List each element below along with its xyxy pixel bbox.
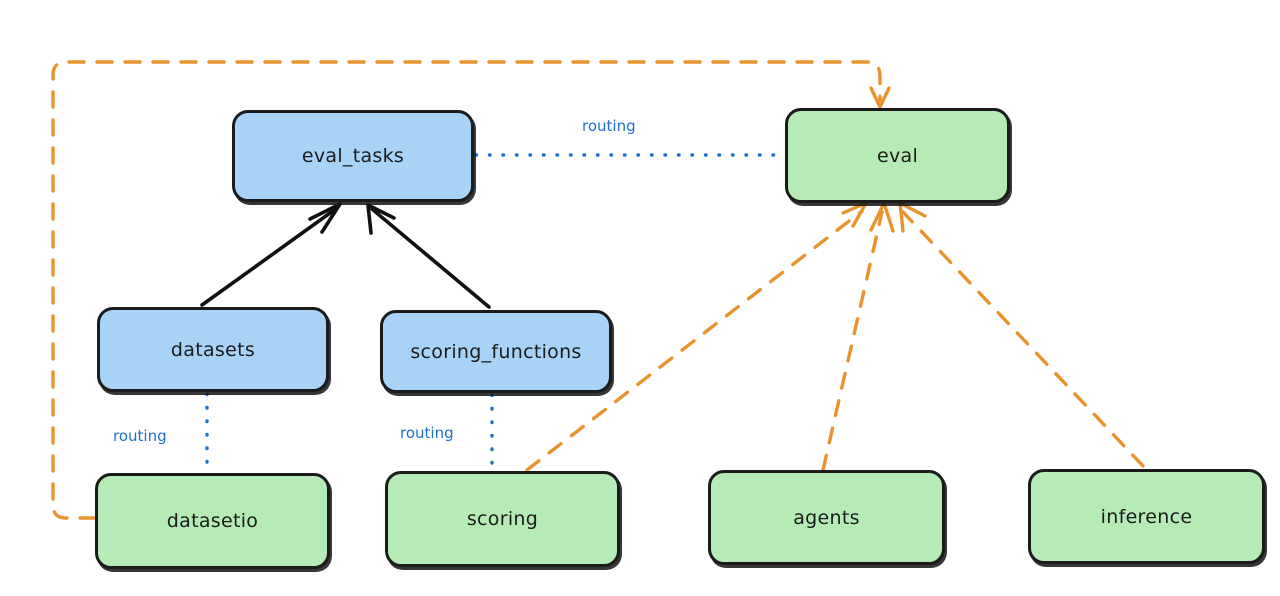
edge-label-routing-scoring-functions-scoring: routing (400, 424, 454, 442)
node-scoring-functions[interactable]: scoring_functions (380, 310, 612, 393)
node-label: inference (1100, 505, 1193, 528)
node-label: datasetio (166, 510, 259, 532)
arrowhead-datasets-to-eval_tasks (308, 202, 342, 234)
node-label: datasets (170, 338, 256, 361)
edge-agents-to-eval (821, 210, 884, 472)
node-eval[interactable]: eval (785, 108, 1010, 203)
edge-datasets-to-eval_tasks (200, 206, 339, 307)
node-inference[interactable]: inference (1028, 469, 1265, 564)
edge-label-routing-eval-tasks-eval: routing (582, 117, 636, 135)
arrowhead-scoring_functions-to-eval_tasks (366, 203, 396, 235)
node-scoring[interactable]: scoring (385, 471, 620, 567)
node-label: eval_tasks (301, 145, 405, 167)
node-label: scoring (466, 508, 539, 530)
node-label: eval (876, 144, 919, 167)
node-agents[interactable]: agents (708, 470, 945, 565)
edge-inference-to-eval (901, 210, 1145, 468)
node-datasets[interactable]: datasets (97, 307, 329, 392)
arrowhead-agents-to-eval (869, 201, 895, 233)
node-eval-tasks[interactable]: eval_tasks (232, 110, 474, 202)
edge-scoring-to-eval (525, 209, 864, 472)
arrowhead-inference-to-eval (898, 201, 927, 233)
edge-datasetio-to-eval (51, 60, 882, 520)
arrowhead-scoring-to-eval (841, 201, 868, 228)
edge-scoring_functions-to-eval_tasks (370, 207, 491, 309)
node-label: scoring_functions (410, 340, 582, 363)
arrowhead-datasetio-to-eval (869, 86, 891, 109)
node-datasetio[interactable]: datasetio (95, 473, 330, 569)
node-label: agents (793, 506, 860, 529)
edge-label-routing-datasets-datasetio: routing (113, 427, 167, 445)
